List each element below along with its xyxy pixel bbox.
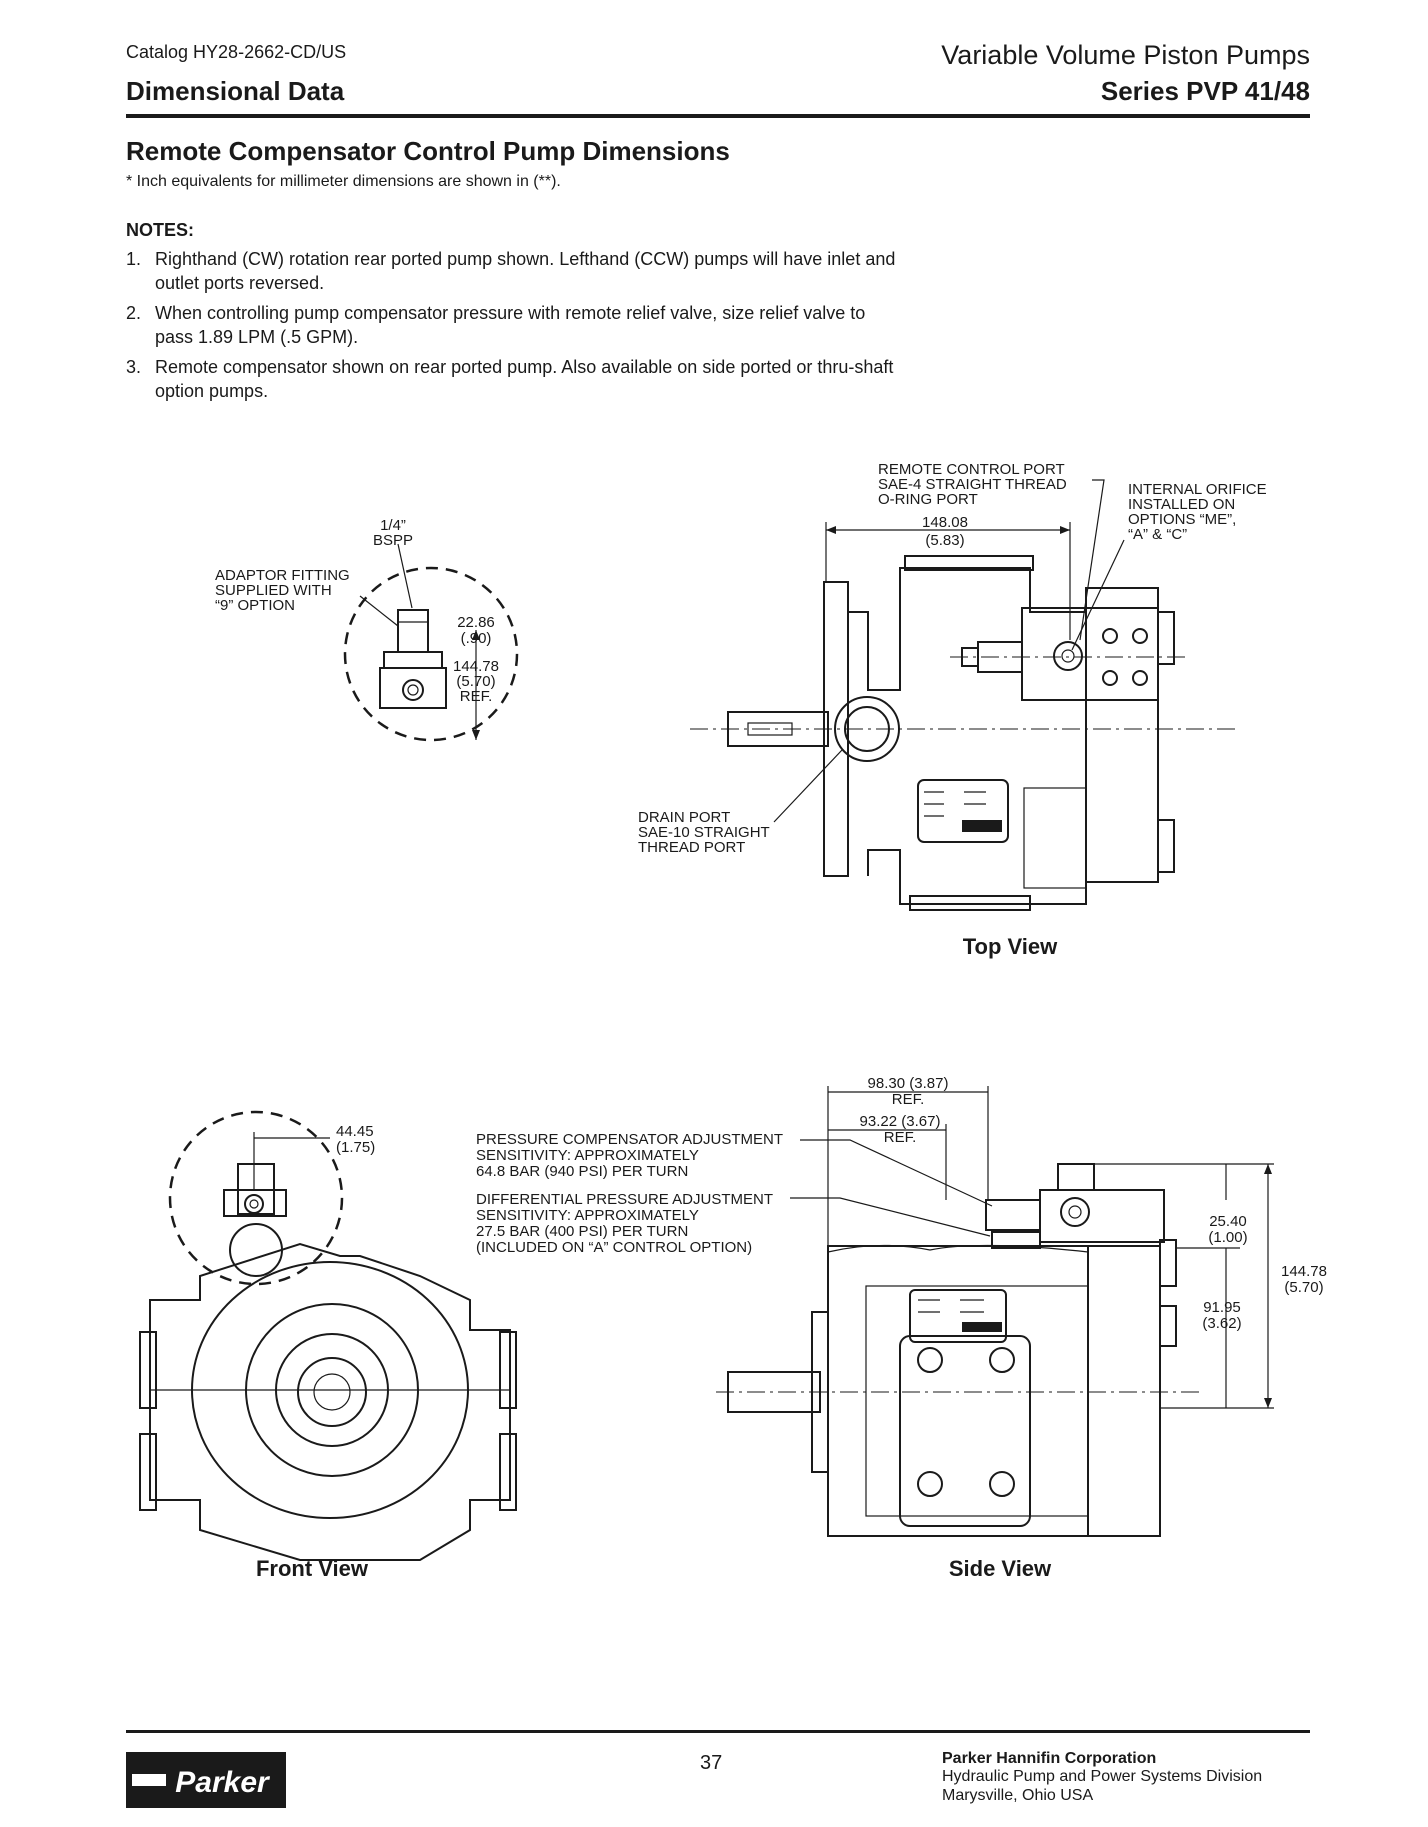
drain-label-1: DRAIN PORT — [638, 809, 730, 826]
orifice-label-1: INTERNAL ORIFICE — [1128, 481, 1267, 498]
side-r1-in: (1.00) — [1208, 1229, 1247, 1246]
product-title: Variable Volume Piston Pumps — [941, 40, 1310, 70]
side-view-drawing: 98.30 (3.87) REF. 93.22 (3.67) REF. PRES… — [476, 1075, 1327, 1581]
pc-label-1: PRESSURE COMPENSATOR ADJUSTMENT — [476, 1131, 783, 1148]
catalog-number: Catalog HY28-2662-CD/US — [126, 42, 347, 62]
header-rule — [126, 114, 1310, 118]
parker-logo: Parker — [126, 1752, 286, 1808]
orifice-label-2: INSTALLED ON — [1128, 496, 1235, 513]
dp-label-1: DIFFERENTIAL PRESSURE ADJUSTMENT — [476, 1191, 773, 1208]
detail-dim-b-ref: REF. — [460, 688, 493, 705]
detail-dim-b-in: (5.70) — [456, 673, 495, 690]
side-dim2-value: 93.22 (3.67) — [860, 1113, 941, 1130]
remote-port-label-2: SAE-4 STRAIGHT THREAD — [878, 476, 1067, 493]
side-r1-mm: 25.40 — [1209, 1213, 1247, 1230]
dp-label-4: (INCLUDED ON “A” CONTROL OPTION) — [476, 1239, 752, 1256]
side-dim1-value: 98.30 (3.87) — [868, 1075, 949, 1092]
adaptor-label-3: “9” OPTION — [215, 597, 295, 614]
series-title: Series PVP 41/48 — [1100, 76, 1310, 106]
notes-heading: NOTES: — [126, 220, 195, 240]
side-dim1-ref: REF. — [892, 1091, 925, 1108]
detail-dim-b-mm: 144.78 — [453, 658, 499, 675]
detail-dim-a-in: (.90) — [461, 630, 492, 647]
adaptor-label-2: SUPPLIED WITH — [215, 582, 332, 599]
top-view-drawing: REMOTE CONTROL PORT SAE-4 STRAIGHT THREA… — [638, 461, 1267, 959]
top-dim-mm: 148.08 — [922, 514, 968, 531]
company-name: Parker Hannifin Corporation — [942, 1750, 1157, 1767]
front-dim-mm: 44.45 — [336, 1123, 374, 1140]
note-item: 2.When controlling pump compensator pres… — [126, 303, 866, 347]
company-location: Marysville, Ohio USA — [942, 1787, 1094, 1804]
section-label: Dimensional Data — [126, 76, 345, 106]
inch-equivalents-note: * Inch equivalents for millimeter dimens… — [126, 173, 561, 190]
dp-label-3: 27.5 BAR (400 PSI) PER TURN — [476, 1223, 688, 1240]
pc-label-3: 64.8 BAR (940 PSI) PER TURN — [476, 1163, 688, 1180]
page-title: Remote Compensator Control Pump Dimensio… — [126, 136, 730, 166]
note-item: 1.Righthand (CW) rotation rear ported pu… — [126, 249, 896, 293]
dp-label-2: SENSITIVITY: APPROXIMATELY — [476, 1207, 699, 1224]
remote-port-label-3: O-RING PORT — [878, 491, 978, 508]
front-view-title: Front View — [256, 1556, 369, 1581]
side-r2-in: (5.70) — [1284, 1279, 1323, 1296]
adaptor-label-1: ADAPTOR FITTING — [215, 567, 350, 584]
page-number: 37 — [700, 1752, 723, 1774]
drain-label-3: THREAD PORT — [638, 839, 745, 856]
notes-list: 1.Righthand (CW) rotation rear ported pu… — [126, 247, 906, 409]
top-view-title: Top View — [963, 934, 1058, 959]
company-division: Hydraulic Pump and Power Systems Divisio… — [942, 1768, 1263, 1785]
orifice-label-4: “A” & “C” — [1128, 526, 1187, 543]
side-dim2-ref: REF. — [884, 1129, 917, 1146]
footer-rule — [126, 1730, 1310, 1733]
side-r3-in: (3.62) — [1202, 1315, 1241, 1332]
note-item: 3.Remote compensator shown on rear porte… — [126, 357, 894, 401]
front-view-drawing: 44.45 (1.75) Front View — [139, 1110, 517, 1581]
drain-label-2: SAE-10 STRAIGHT — [638, 824, 770, 841]
detail-dim-a-mm: 22.86 — [457, 614, 495, 631]
logo-text: Parker — [175, 1766, 271, 1799]
orifice-label-3: OPTIONS “ME”, — [1128, 511, 1236, 528]
top-dim-in: (5.83) — [925, 532, 964, 549]
bspp-type-label: BSPP — [373, 532, 413, 549]
side-r3-mm: 91.95 — [1203, 1299, 1241, 1316]
side-view-title: Side View — [949, 1556, 1052, 1581]
bspp-size-label: 1/4” — [380, 517, 406, 534]
front-dim-in: (1.75) — [336, 1139, 375, 1156]
side-r2-mm: 144.78 — [1281, 1263, 1327, 1280]
remote-port-label-1: REMOTE CONTROL PORT — [878, 461, 1065, 478]
pc-label-2: SENSITIVITY: APPROXIMATELY — [476, 1147, 699, 1164]
adaptor-detail: 1/4” BSPP ADAPTOR FITTING SUPPLIED WITH … — [215, 517, 519, 742]
